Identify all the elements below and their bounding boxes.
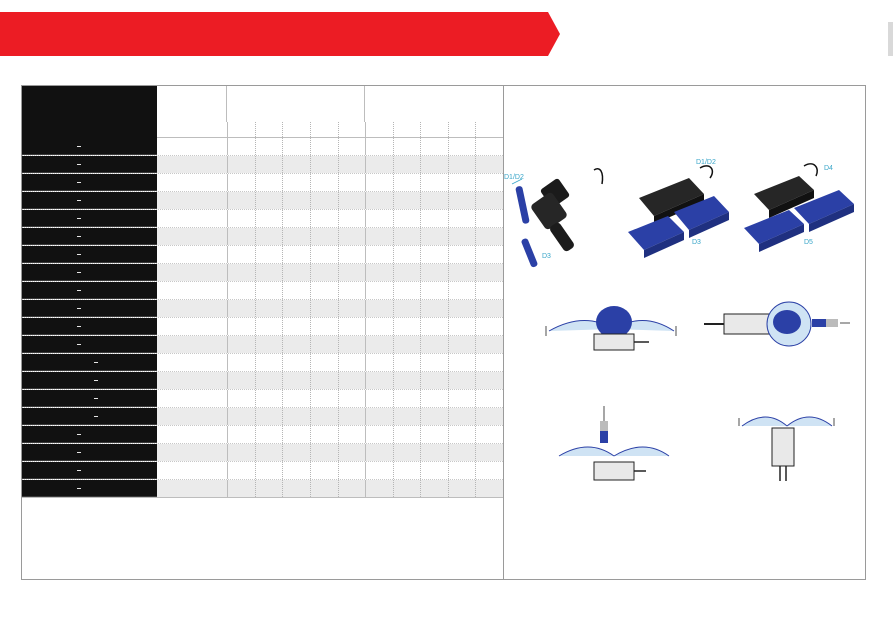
table-row bbox=[22, 444, 503, 462]
row-label-cell bbox=[22, 462, 157, 479]
row-label-cell bbox=[22, 354, 157, 371]
row-label-cell bbox=[22, 282, 157, 299]
panel-divider bbox=[503, 86, 504, 579]
table-row bbox=[22, 192, 503, 210]
table-row bbox=[22, 462, 503, 480]
row-label-cell bbox=[22, 318, 157, 335]
spec-sheet-frame: D1/D2 D3 D1/D2 D3 bbox=[21, 85, 866, 580]
row-value-cells bbox=[157, 462, 503, 479]
row-value-cells bbox=[157, 300, 503, 317]
sub-header-row bbox=[157, 122, 503, 138]
table-row bbox=[22, 264, 503, 282]
row-label-cell bbox=[22, 444, 157, 461]
row-label-cell bbox=[22, 480, 157, 497]
table-row bbox=[22, 138, 503, 156]
cylindrical-sensor-illustration: D1/D2 D3 bbox=[504, 168, 604, 268]
label-d1-d2-rectangular: D1/D2 bbox=[696, 159, 716, 166]
spec-table bbox=[22, 86, 503, 498]
actuation-diagram-slide-by bbox=[704, 301, 850, 347]
row-label-cell bbox=[22, 264, 157, 281]
row-value-cells bbox=[157, 138, 503, 155]
row-value-cells bbox=[157, 408, 503, 425]
table-row bbox=[22, 426, 503, 444]
table-row bbox=[22, 408, 503, 426]
row-label-cell bbox=[22, 210, 157, 227]
row-value-cells bbox=[157, 426, 503, 443]
table-row bbox=[22, 210, 503, 228]
table-row bbox=[22, 300, 503, 318]
table-row bbox=[22, 282, 503, 300]
banner-arrow-shape bbox=[0, 12, 560, 56]
row-value-cells bbox=[157, 372, 503, 389]
row-value-cells bbox=[157, 246, 503, 263]
table-row bbox=[22, 372, 503, 390]
rectangular-sensor-illustration: D1/D2 D3 bbox=[628, 159, 729, 258]
label-d4: D4 bbox=[824, 165, 833, 172]
table-row bbox=[22, 390, 503, 408]
row-value-cells bbox=[157, 336, 503, 353]
row-label-cell bbox=[22, 300, 157, 317]
actuation-diagram-head-on bbox=[545, 306, 677, 351]
row-value-cells bbox=[157, 174, 503, 191]
row-value-cells bbox=[157, 228, 503, 245]
table-body bbox=[22, 138, 503, 498]
table-corner-header bbox=[22, 86, 157, 138]
row-value-cells bbox=[157, 444, 503, 461]
row-value-cells bbox=[157, 390, 503, 407]
row-label-cell bbox=[22, 390, 157, 407]
row-value-cells bbox=[157, 192, 503, 209]
row-label-cell bbox=[22, 246, 157, 263]
page-edge-tab bbox=[888, 22, 893, 56]
label-d3-cylindrical: D3 bbox=[542, 253, 551, 260]
row-label-cell bbox=[22, 138, 157, 155]
label-d1-d2-cylindrical: D1/D2 bbox=[504, 174, 524, 181]
row-label-cell bbox=[22, 156, 157, 173]
header-banner bbox=[0, 12, 560, 56]
row-label-cell bbox=[22, 174, 157, 191]
label-d3-rectangular: D3 bbox=[692, 239, 701, 246]
table-row bbox=[22, 336, 503, 354]
row-label-cell bbox=[22, 336, 157, 353]
row-value-cells bbox=[157, 354, 503, 371]
table-row bbox=[22, 228, 503, 246]
row-label-cell bbox=[22, 372, 157, 389]
row-value-cells bbox=[157, 282, 503, 299]
product-illustrations: D1/D2 D3 D1/D2 D3 bbox=[504, 159, 854, 481]
row-label-cell bbox=[22, 426, 157, 443]
row-value-cells bbox=[157, 156, 503, 173]
sub-header-cells bbox=[227, 122, 503, 137]
table-row bbox=[22, 156, 503, 174]
row-label-cell bbox=[22, 228, 157, 245]
column-header-group-3 bbox=[365, 86, 503, 122]
label-d5: D5 bbox=[804, 239, 813, 246]
row-value-cells bbox=[157, 318, 503, 335]
table-row bbox=[22, 174, 503, 192]
flat-sensor-illustration: D4 D5 bbox=[744, 163, 854, 252]
column-header-1 bbox=[157, 86, 227, 122]
actuation-diagram-lateral bbox=[558, 406, 670, 481]
table-row bbox=[22, 480, 503, 498]
table-notes-area bbox=[22, 497, 503, 582]
actuation-diagram-edge bbox=[738, 416, 835, 481]
row-label-cell bbox=[22, 408, 157, 425]
table-row bbox=[22, 246, 503, 264]
row-value-cells bbox=[157, 480, 503, 497]
column-header-group-2 bbox=[227, 86, 365, 122]
table-row bbox=[22, 354, 503, 372]
row-value-cells bbox=[157, 264, 503, 281]
product-image-panel: D1/D2 D3 D1/D2 D3 bbox=[504, 86, 866, 581]
table-row bbox=[22, 318, 503, 336]
row-value-cells bbox=[157, 210, 503, 227]
row-label-cell bbox=[22, 192, 157, 209]
